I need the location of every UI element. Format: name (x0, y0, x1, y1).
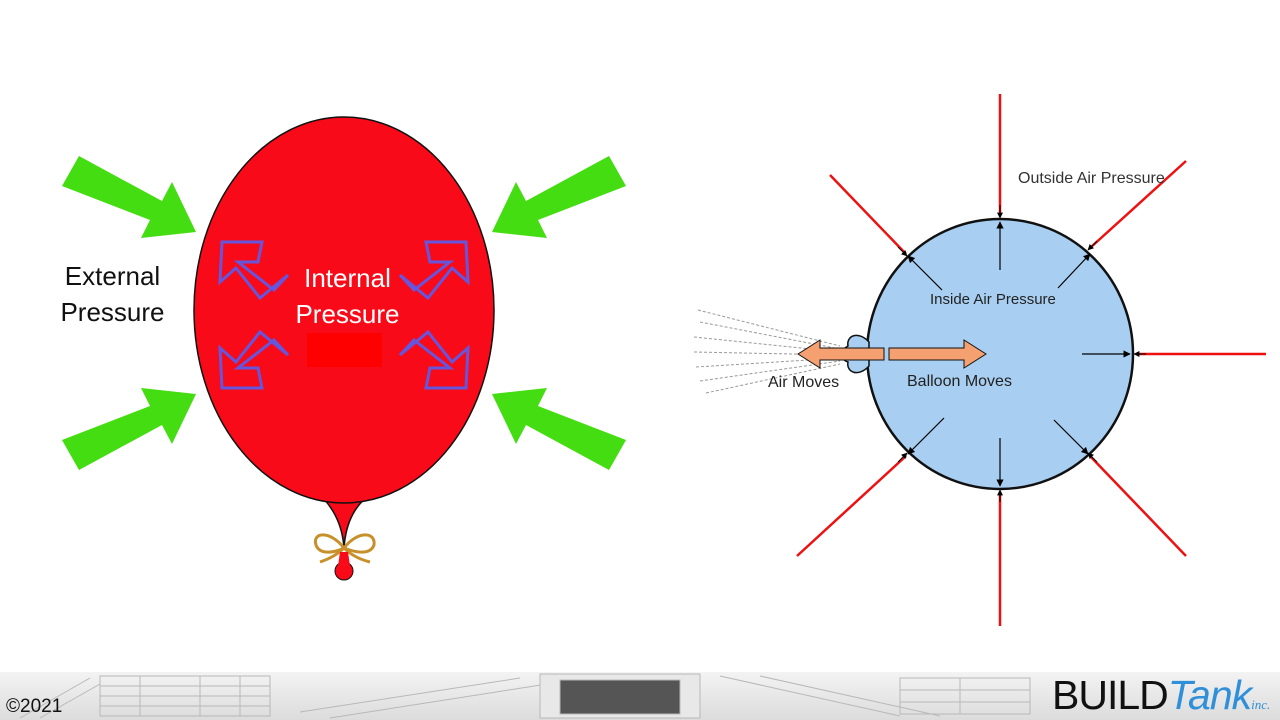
inside-pressure-arrows (907, 221, 1131, 487)
blueprint-pattern (19, 673, 1031, 719)
green-arrow-icon (62, 156, 196, 238)
blue-arrow-icon (218, 329, 290, 390)
outside-arrow-heads (897, 205, 1146, 502)
internal-pressure-line1: Internal (304, 263, 391, 293)
balloon-moves-arrow-icon (888, 339, 987, 369)
internal-pressure-label: Internal Pressure (270, 260, 425, 332)
blue-arrow-icon (398, 329, 470, 390)
internal-pressure-arrows (218, 240, 470, 390)
logo-inc-text: inc. (1251, 697, 1271, 712)
air-moves-arrow-icon (797, 339, 885, 369)
external-pressure-line1: External (64, 261, 161, 291)
blue-arrow-icon (398, 240, 470, 301)
external-pressure-arrows (62, 156, 626, 470)
outside-air-pressure-label: Outside Air Pressure (1018, 170, 1165, 187)
left-balloon-diagram (62, 116, 626, 581)
balloon-knot-icon (313, 533, 376, 564)
green-arrow-icon (492, 388, 626, 470)
right-balloon-diagram (693, 94, 1266, 626)
footer-banner (0, 672, 1280, 720)
outside-pressure-arrows (796, 94, 1266, 626)
external-pressure-line2: Pressure (60, 297, 165, 327)
logo-tank-text: Tank (1167, 672, 1252, 718)
green-arrow-icon (62, 388, 196, 470)
air-moves-label: Air Moves (768, 374, 840, 391)
copyright-text: ©2021 (6, 696, 63, 717)
blue-arrow-icon (218, 240, 290, 301)
internal-pressure-line2: Pressure (295, 299, 400, 329)
balloon-highlight-patch (307, 333, 382, 367)
external-pressure-label: External Pressure (40, 258, 185, 330)
balloon-moves-label: Balloon Moves (907, 373, 1012, 390)
inside-air-pressure-label: Inside Air Pressure (930, 291, 1056, 308)
buildtank-logo: BUILDTankinc. (1052, 672, 1270, 720)
logo-build-text: BUILD (1052, 672, 1169, 718)
green-arrow-icon (492, 156, 626, 238)
red-balloon (193, 116, 495, 504)
